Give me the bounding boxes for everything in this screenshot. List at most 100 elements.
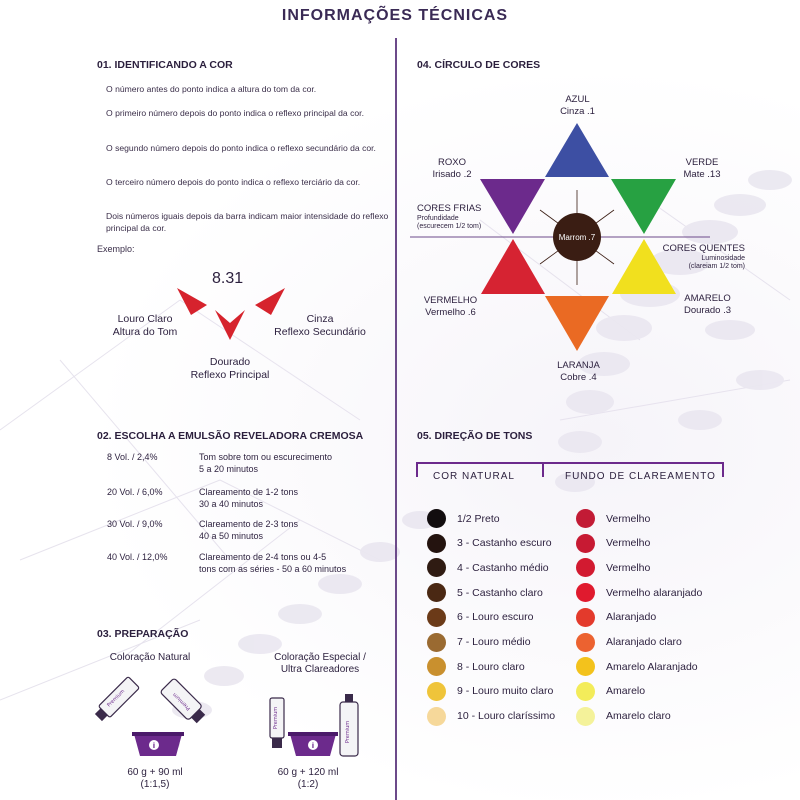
tone-label: Vermelho alaranjado [606,586,703,599]
tone-row: 10 - Louro claríssimo [427,706,556,726]
arrow-right-icon [255,288,285,315]
color-swatch [427,558,446,578]
paragraph: O número antes do ponto indica a altura … [106,84,317,94]
tone-label: 4 - Castanho médio [457,561,549,574]
tone-label: 8 - Louro claro [457,660,525,673]
tone-row: Amarelo claro [576,706,671,726]
tone-row: Alaranjado claro [576,632,682,652]
special-quantity: 60 g + 120 ml(1:2) [277,767,339,790]
tone-label: Amarelo [606,685,646,698]
natural-coloring-label: Coloração Natural [109,652,191,663]
tone-row: 6 - Louro escuro [427,607,534,627]
tone-label: 10 - Louro claríssimo [457,710,556,723]
svg-text:i: i [312,742,314,750]
tone-label: 7 - Louro médio [457,636,531,648]
color-swatch [576,632,595,652]
color-swatch [427,681,446,701]
tone-row: Amarelo [576,681,646,701]
triangle-purple [480,179,545,234]
page-title: INFORMAÇÕES TÉCNICAS [281,7,509,24]
tone-row: 4 - Castanho médio [427,558,549,578]
arrow-down-icon [215,310,245,340]
tone-label: 9 - Louro muito claro [457,685,554,698]
triangle-orange [545,296,609,351]
tone-label: Alaranjado claro [606,636,682,648]
triangle-green [611,179,676,234]
tone-row: Vermelho [576,533,651,553]
color-swatch [427,583,446,603]
mixing-bowl-icon: i [132,732,184,756]
center-label: Marrom .7 [559,233,596,242]
example-label: Exemplo: [97,244,135,254]
section-title-color-wheel: 04. CÍRCULO DE CORES [417,59,541,71]
bottle-icon: Premium [160,678,206,724]
section-title-tone-direction: 05. DIREÇÃO DE TONS [417,430,533,442]
tone-label: Amarelo claro [606,710,671,723]
tube-icon: Premium [269,697,285,748]
tube-icon: Premium [94,676,140,722]
special-coloring-label: Coloração Especial /Ultra Clareadores [274,652,366,675]
header-natural-color: COR NATURAL [433,471,515,482]
color-swatch [427,533,446,553]
tone-label: Vermelho [606,561,651,574]
tone-row: Amarelo Alaranjado [576,657,698,677]
section-title-identify: 01. IDENTIFICANDO A COR [97,59,233,71]
tone-label: 6 - Louro escuro [457,611,534,624]
tone-row: 7 - Louro médio [427,632,531,652]
color-swatch [427,706,446,726]
paragraph: O terceiro número depois do ponto indica… [106,177,361,187]
tone-label: Vermelho [606,512,651,525]
tone-label: Vermelho [606,537,651,550]
color-swatch [576,657,595,677]
tone-row: 8 - Louro claro [427,657,525,677]
color-swatch [576,509,595,528]
bottle-icon: Premium [339,694,359,757]
tone-label: Alaranjado [606,611,657,624]
tone-row: 5 - Castanho claro [427,583,543,603]
column-divider [395,38,397,800]
color-swatch [576,533,595,553]
tone-row: 1/2 Preto [427,509,500,528]
triangle-blue [545,123,609,177]
paragraph: O segundo número depois do ponto indica … [106,143,376,153]
color-swatch [427,607,446,627]
tone-label: 1/2 Preto [457,512,500,525]
section-title-preparation: 03. PREPARAÇÃO [97,628,189,640]
svg-text:Premium: Premium [273,707,279,729]
mixing-bowl-icon: i [288,732,338,756]
tone-label: 3 - Castanho escuro [457,537,552,550]
table-header-bracket [416,462,724,477]
color-swatch [576,583,595,603]
color-swatch [427,657,446,677]
label-cores-frias: CORES FRIAS Profundidade (escurecem 1/2 … [417,203,482,230]
paragraph: Dois números iguais depois da barra indi… [106,211,389,233]
tone-row: Vermelho alaranjado [576,583,703,603]
arrow-left-icon [177,288,207,315]
color-swatch [576,558,595,578]
tone-label: Amarelo Alaranjado [606,660,698,673]
svg-text:i: i [153,742,155,750]
svg-text:Premium: Premium [345,721,351,743]
natural-quantity: 60 g + 90 ml(1:1,5) [127,767,183,790]
tone-label: 5 - Castanho claro [457,586,543,599]
color-swatch [427,632,446,652]
color-swatch [576,607,595,627]
tone-row: 3 - Castanho escuro [427,533,552,553]
natural-prep-illustration: Premium Premium i [94,676,206,756]
color-swatch [576,706,595,726]
color-swatch [576,681,595,701]
triangle-red [481,239,545,294]
label-cores-quentes: CORES QUENTES Luminosidade (clareiam 1/2… [662,243,745,270]
special-prep-illustration: Premium Premium i [269,694,359,757]
section-title-emulsion: 02. ESCOLHA A EMULSÃO REVELADORA CREMOSA [97,430,364,442]
example-code: 8.31 [212,270,244,287]
